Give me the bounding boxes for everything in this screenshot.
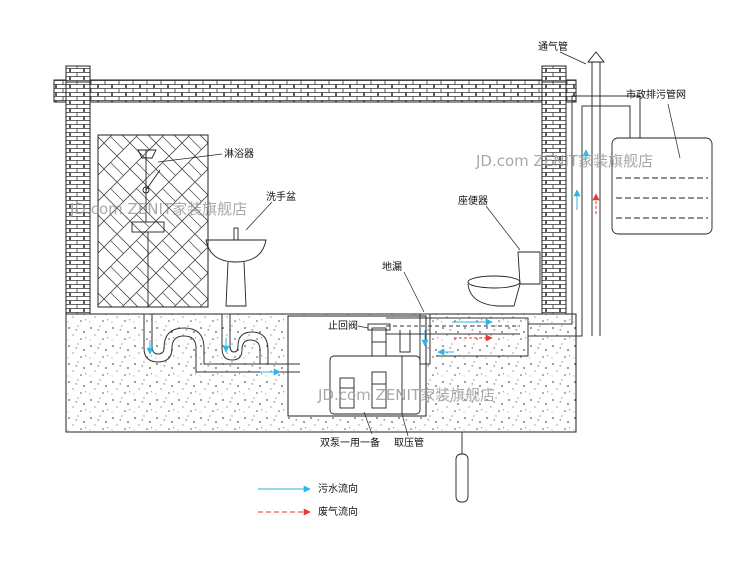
shower-fixture xyxy=(131,149,165,307)
pump-motor-2 xyxy=(371,371,387,409)
toilet-bowl xyxy=(467,283,521,307)
pressure-pipe-label: 取压管 xyxy=(394,436,424,449)
legend: 污水流向 废气流向 xyxy=(258,482,358,518)
watermark-bottom: JD.com ZENIT家装旗舰店 xyxy=(317,386,495,404)
right-wall-cap xyxy=(541,65,567,83)
dual-pump-label: 双泵一用一备 xyxy=(320,436,380,449)
floor-drain: 地漏 xyxy=(382,260,431,365)
shower-label: 淋浴器 xyxy=(224,147,254,160)
discharge-piping: 通气管 xyxy=(386,40,641,357)
watermark-right: JD.com ZENIT家装旗舰店 xyxy=(475,152,653,170)
toilet-label: 座便器 xyxy=(458,194,488,207)
toilet-unit: 座便器 xyxy=(458,194,541,307)
washbasin-faucet xyxy=(233,227,239,241)
washbasin-label: 洗手盆 xyxy=(266,190,296,203)
lift-station: 止回阀 取压管 双泵一用一备 xyxy=(320,319,424,449)
municipal-sewer-label: 市政排污管网 xyxy=(626,88,686,101)
floor-drain-label: 地漏 xyxy=(382,260,402,273)
watermarks: JD.com ZENIT家装旗舰店 JD.com ZENIT家装旗舰店 JD.c… xyxy=(69,152,653,404)
vent-pipe-label: 通气管 xyxy=(538,40,568,53)
flow-arrows xyxy=(146,149,600,376)
legend-exhaust-label: 废气流向 xyxy=(318,505,358,518)
legend-sewage-label: 污水流向 xyxy=(318,482,358,495)
check-valve-label: 止回阀 xyxy=(328,319,358,332)
toilet-seat xyxy=(467,275,521,289)
left-wall-cap xyxy=(65,65,91,83)
toilet-tank xyxy=(517,251,541,285)
pressure-gauge xyxy=(455,432,469,503)
washbasin-unit: 洗手盆 xyxy=(205,190,296,307)
municipal-sewer-tank xyxy=(611,137,713,235)
shower-tile-wall xyxy=(97,134,209,308)
right-wall xyxy=(541,65,567,315)
building-structure xyxy=(53,65,577,433)
watermark-left: JD.com ZENIT家装旗舰店 xyxy=(69,200,247,218)
roof-beam xyxy=(53,79,577,103)
shower-unit: 淋浴器 xyxy=(97,134,254,308)
pump-motor-1 xyxy=(339,377,355,409)
left-wall xyxy=(65,65,91,315)
washbasin-bowl xyxy=(205,239,267,263)
pump-pit xyxy=(287,315,427,417)
municipal-sewer: 市政排污管网 xyxy=(611,88,713,235)
gravity-drain-pipes xyxy=(143,313,300,373)
washbasin-pedestal xyxy=(225,261,247,307)
